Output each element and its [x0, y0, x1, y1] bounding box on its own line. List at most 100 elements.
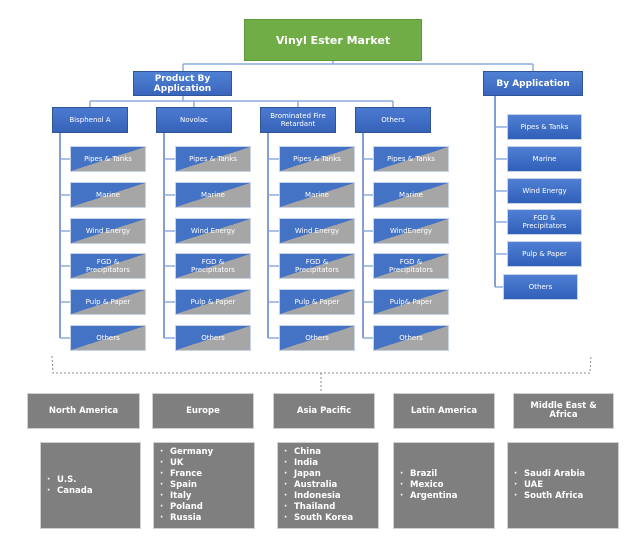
root-node: Vinyl Ester Market: [244, 19, 422, 61]
product-by-application-node: Product By Application: [133, 71, 232, 96]
product-application-node: FGD & Precipitators: [279, 253, 355, 279]
product-application-node: Pipes & Tanks: [279, 146, 355, 172]
product-application-label: Others: [201, 334, 225, 342]
region-bracket: [51, 355, 592, 374]
product-application-label: Others: [96, 334, 120, 342]
product-application-node: Others: [175, 325, 251, 351]
product-application-label: FGD & Precipitators: [295, 258, 339, 274]
country-item: South Africa: [514, 491, 585, 502]
product-application-node: Marine: [70, 182, 146, 208]
application-label: Pipes & Tanks: [520, 123, 569, 131]
country-item: Thailand: [284, 502, 353, 513]
country-item: Brazil: [400, 469, 457, 480]
country-item: Argentina: [400, 491, 457, 502]
country-item: U.S.: [47, 475, 93, 486]
product-application-label: WindEnergy: [389, 227, 433, 235]
country-item: India: [284, 458, 353, 469]
country-item: Saudi Arabia: [514, 469, 585, 480]
application-label: Others: [528, 283, 553, 291]
region-node: Europe: [152, 393, 254, 429]
product-application-node: Marine: [175, 182, 251, 208]
product-application-label: Pulp& Paper: [389, 298, 433, 306]
country-item: Spain: [160, 480, 213, 491]
country-item: Germany: [160, 447, 213, 458]
product-node: Novolac: [156, 107, 232, 133]
product-application-node: Pipes & Tanks: [373, 146, 449, 172]
application-label: FGD & Precipitators: [522, 214, 567, 230]
product-application-label: Marine: [305, 191, 329, 199]
product-application-node: Pulp & Paper: [279, 289, 355, 315]
country-item: Japan: [284, 469, 353, 480]
product-application-label: Pipes & Tanks: [293, 155, 341, 163]
region-country-list: GermanyUKFranceSpainItalyPolandRussia: [153, 442, 255, 529]
region-node: Asia Pacific: [273, 393, 375, 429]
application-node: FGD & Precipitators: [507, 209, 582, 235]
region-country-list: U.S.Canada: [40, 442, 141, 529]
region-node: Middle East & Africa: [513, 393, 614, 429]
product-node: Brominated Fire Retardant: [260, 107, 336, 133]
by-application-node: By Application: [483, 71, 583, 96]
product-node: Bisphenol A: [52, 107, 128, 133]
product-label: Others: [381, 116, 405, 124]
product-application-label: FGD & Precipitators: [191, 258, 235, 274]
product-application-node: Wind Energy: [70, 218, 146, 244]
product-application-label: Marine: [96, 191, 120, 199]
product-application-label: Pulp & Paper: [294, 298, 340, 306]
product-node: Others: [355, 107, 431, 133]
region-label: Europe: [186, 405, 220, 416]
product-application-node: Others: [279, 325, 355, 351]
product-application-label: Others: [399, 334, 423, 342]
product-label: Bisphenol A: [69, 116, 111, 124]
product-application-node: FGD & Precipitators: [373, 253, 449, 279]
application-node: Pipes & Tanks: [507, 114, 582, 140]
product-application-node: Pulp& Paper: [373, 289, 449, 315]
product-application-node: Pipes & Tanks: [70, 146, 146, 172]
product-application-label: FGD & Precipitators: [86, 258, 130, 274]
region-label: Latin America: [410, 405, 478, 416]
application-node: Others: [503, 274, 578, 300]
country-item: Italy: [160, 491, 213, 502]
product-application-node: Pipes & Tanks: [175, 146, 251, 172]
product-application-node: Wind Energy: [279, 218, 355, 244]
region-node: North America: [27, 393, 140, 429]
application-node: Pulp & Paper: [507, 241, 582, 267]
country-item: Mexico: [400, 480, 457, 491]
product-application-node: Others: [70, 325, 146, 351]
application-node: Marine: [507, 146, 582, 172]
region-node: Latin America: [393, 393, 495, 429]
product-application-node: WindEnergy: [373, 218, 449, 244]
region-country-list: BrazilMexicoArgentina: [393, 442, 495, 529]
product-application-node: Others: [373, 325, 449, 351]
country-item: Russia: [160, 513, 213, 524]
product-by-application-label: Product By Application: [153, 73, 212, 94]
country-item: UAE: [514, 480, 585, 491]
product-label: Novolac: [179, 116, 209, 124]
product-application-node: Pulp & Paper: [70, 289, 146, 315]
product-application-node: Wind Energy: [175, 218, 251, 244]
application-label: Pulp & Paper: [522, 250, 567, 258]
region-country-list: Saudi ArabiaUAESouth Africa: [507, 442, 619, 529]
country-item: China: [284, 447, 353, 458]
product-application-node: Marine: [373, 182, 449, 208]
product-application-label: Wind Energy: [190, 227, 236, 235]
country-item: Indonesia: [284, 491, 353, 502]
application-label: Marine: [532, 155, 557, 163]
country-item: Australia: [284, 480, 353, 491]
product-application-label: Wind Energy: [85, 227, 131, 235]
region-country-list: ChinaIndiaJapanAustraliaIndonesiaThailan…: [277, 442, 379, 529]
country-item: France: [160, 469, 213, 480]
application-label: Wind Energy: [522, 187, 567, 195]
country-item: UK: [160, 458, 213, 469]
by-application-label: By Application: [496, 78, 570, 89]
country-item: Poland: [160, 502, 213, 513]
product-application-label: Pulp & Paper: [85, 298, 131, 306]
product-application-node: FGD & Precipitators: [175, 253, 251, 279]
product-label: Brominated Fire Retardant: [270, 112, 326, 128]
product-application-node: FGD & Precipitators: [70, 253, 146, 279]
region-label: Asia Pacific: [296, 405, 352, 416]
product-application-label: Pulp & Paper: [190, 298, 236, 306]
country-item: Canada: [47, 486, 93, 497]
product-application-label: Others: [305, 334, 329, 342]
product-application-label: Pipes & Tanks: [189, 155, 237, 163]
